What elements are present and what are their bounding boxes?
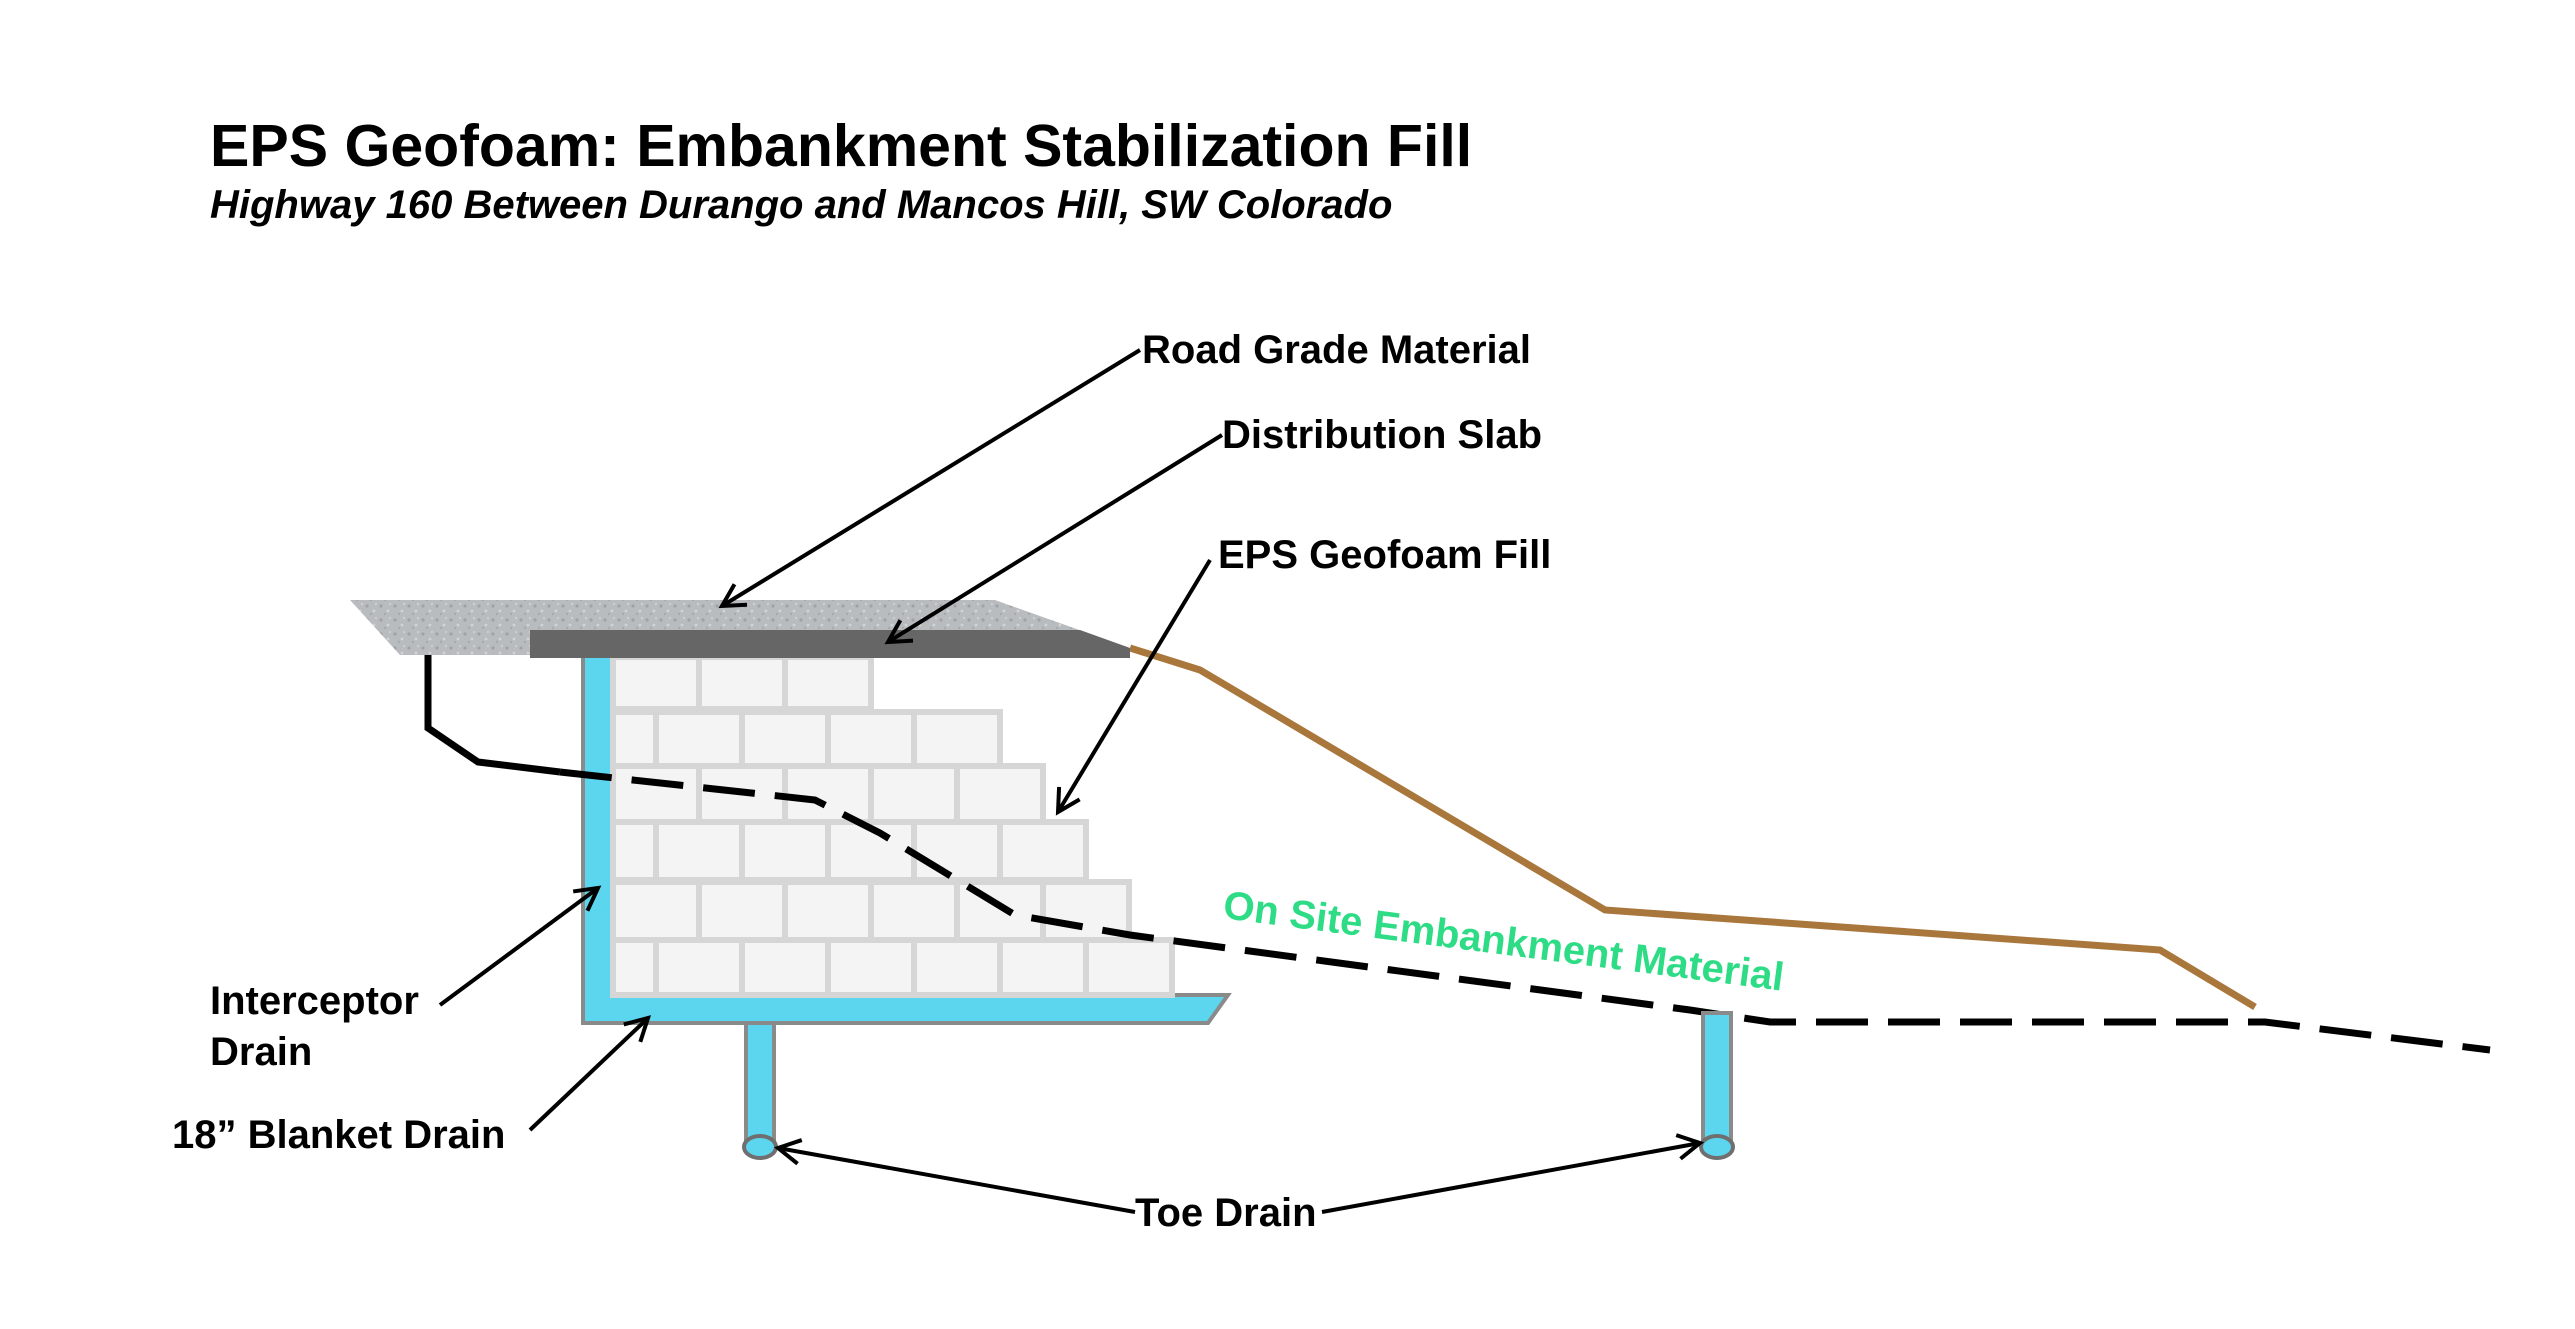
- leader-blanket-drain: [528, 1018, 648, 1132]
- label-eps-geofoam-fill: EPS Geofoam Fill: [1218, 533, 1551, 577]
- toe-drain-left: [742, 1021, 778, 1160]
- geofoam-block: [911, 819, 1003, 883]
- label-distribution-slab: Distribution Slab: [1222, 413, 1542, 457]
- geofoam-block: [739, 709, 831, 769]
- geofoam-block: [782, 879, 874, 943]
- toe-drain-right: [1699, 1011, 1735, 1160]
- label-interceptor-line1: Interceptor: [210, 979, 419, 1023]
- leader-road-grade: [722, 348, 1142, 606]
- geofoam-block: [610, 937, 659, 998]
- geofoam-block: [911, 937, 1003, 998]
- geofoam-block: [696, 879, 788, 943]
- label-interceptor-line2: Drain: [210, 1030, 312, 1074]
- leader-eps-fill: [1058, 558, 1212, 812]
- geofoam-block: [868, 879, 960, 943]
- geofoam-block: [997, 819, 1089, 883]
- geofoam-block: [610, 763, 702, 825]
- diagram-title: EPS Geofoam: Embankment Stabilization Fi…: [210, 113, 1472, 179]
- geofoam-block: [610, 654, 702, 712]
- geofoam-block: [825, 709, 917, 769]
- geofoam-block: [610, 879, 702, 943]
- geofoam-block: [782, 763, 874, 825]
- geofoam-block: [610, 819, 659, 883]
- diagram-subtitle: Highway 160 Between Durango and Mancos H…: [210, 183, 1392, 227]
- geofoam-block: [825, 937, 917, 998]
- geofoam-block: [610, 709, 659, 769]
- geofoam-block: [782, 654, 874, 712]
- geofoam-block: [653, 819, 745, 883]
- leader-toe-drain-right: [1321, 1143, 1700, 1214]
- geofoam-block: [739, 937, 831, 998]
- eps-geofoam-blocks: [610, 654, 1175, 998]
- label-road-grade-material: Road Grade Material: [1142, 328, 1531, 372]
- geofoam-block: [653, 937, 745, 998]
- original-ground-line: [424, 655, 2491, 1054]
- geofoam-block: [696, 654, 788, 712]
- geofoam-block: [739, 819, 831, 883]
- leader-toe-drain-left: [778, 1148, 1136, 1214]
- label-toe-drain: Toe Drain: [1135, 1191, 1317, 1235]
- geofoam-block: [653, 709, 745, 769]
- label-blanket-drain: 18” Blanket Drain: [172, 1113, 505, 1157]
- leader-distribution-slab: [888, 433, 1224, 642]
- geofoam-block: [1083, 937, 1175, 998]
- distribution-slab: [530, 630, 1130, 658]
- geofoam-block: [997, 937, 1089, 998]
- geofoam-block: [954, 763, 1046, 825]
- leader-lines: [438, 348, 1700, 1214]
- geofoam-block: [868, 763, 960, 825]
- leader-interceptor-drain: [438, 888, 598, 1007]
- ground-surface-line: [1128, 644, 2257, 1011]
- geofoam-block: [911, 709, 1003, 769]
